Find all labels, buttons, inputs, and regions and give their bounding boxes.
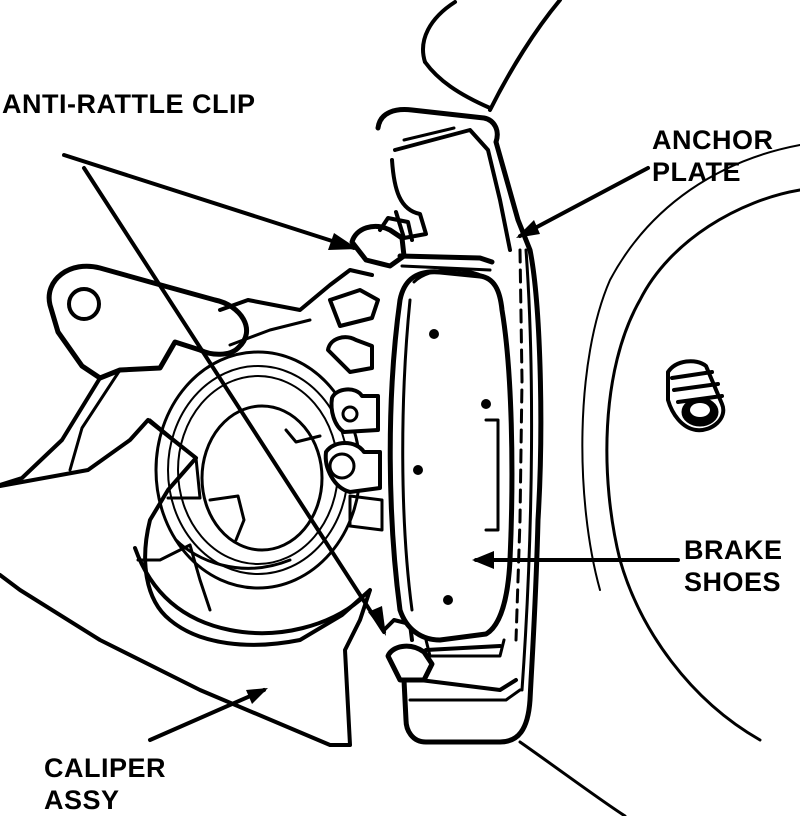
rotor-disc (421, 0, 800, 816)
leader-arrowheads (246, 220, 540, 704)
arrowhead-caliper (246, 688, 268, 704)
label-caliper-assy-line1: CALIPER (44, 753, 167, 783)
label-anti-rattle-clip-text: ANTI-RATTLE CLIP (2, 89, 256, 119)
brake-shoe (387, 268, 515, 658)
label-brake-shoes-line1: BRAKE (684, 535, 783, 565)
wheel-stud (666, 359, 726, 433)
arrowhead-anti-rattle-lower (368, 606, 386, 636)
leader-anti-rattle-upper (62, 153, 356, 250)
guide-pins (323, 288, 384, 532)
piston-bore (154, 350, 362, 590)
label-caliper-assy: CALIPER ASSY (44, 752, 166, 816)
label-brake-shoes-line2: SHOES (684, 567, 782, 597)
label-caliper-assy-line2: ASSY (44, 785, 120, 815)
leader-anchor-plate (518, 166, 650, 238)
leader-anti-rattle-lower (82, 166, 386, 634)
anti-rattle-clip-lower (382, 618, 502, 683)
anti-rattle-clip-upper (349, 216, 495, 272)
label-brake-shoes: BRAKE SHOES (684, 534, 783, 598)
arrowhead-brake-shoes (472, 551, 494, 569)
caliper-body (0, 263, 374, 747)
leader-caliper (148, 688, 266, 742)
label-anchor-plate: ANCHOR PLATE (652, 124, 774, 188)
label-anchor-plate-line2: PLATE (652, 157, 741, 187)
leader-lines (62, 153, 680, 742)
arrowhead-anti-rattle-upper (328, 233, 358, 250)
label-anti-rattle-clip: ANTI-RATTLE CLIP (2, 88, 255, 120)
arrowhead-anchor-plate (516, 220, 540, 238)
label-anchor-plate-line1: ANCHOR (652, 125, 774, 155)
